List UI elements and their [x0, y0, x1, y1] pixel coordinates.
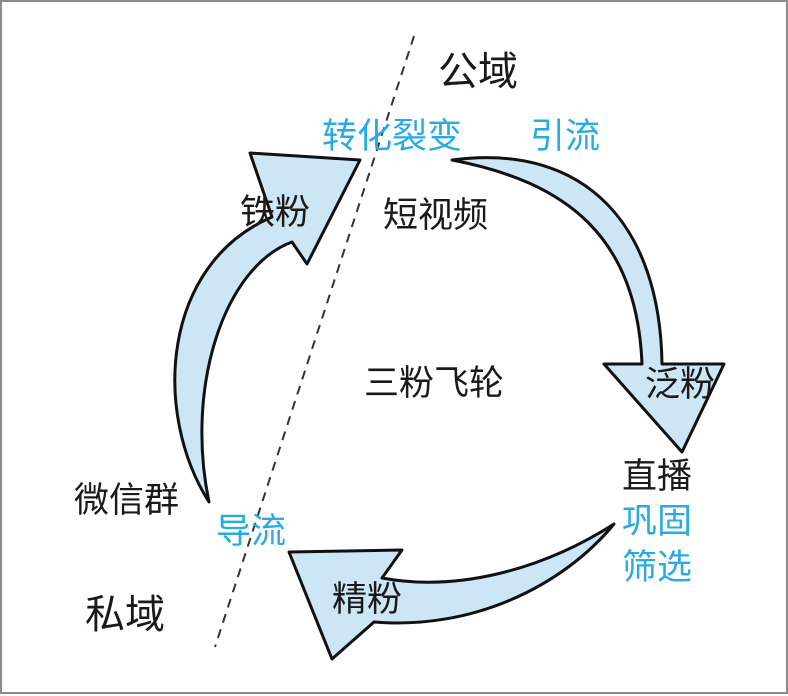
flywheel-center-title: 三粉飞轮: [364, 364, 505, 404]
consolidate-label: 巩固: [622, 502, 693, 542]
pan-fans-label: 泛粉: [645, 365, 716, 405]
conversion-fission-label: 转化裂变: [322, 117, 463, 157]
iron-fans-label: 铁粉: [240, 193, 311, 233]
domain-divider-line: [214, 35, 415, 648]
live-stream-label: 直播: [622, 457, 693, 497]
private-domain-label: 私域: [85, 592, 165, 638]
short-video-label: 短视频: [383, 196, 489, 236]
public-domain-label: 公域: [438, 49, 518, 95]
wechat-group-label: 微信群: [74, 481, 180, 521]
arrow-precise-fans: [287, 522, 616, 661]
filter-label: 筛选: [622, 548, 693, 588]
arrow-iron-fans: [173, 151, 362, 504]
traffic-attract-label: 引流: [530, 117, 601, 157]
traffic-guide-label: 导流: [216, 512, 287, 552]
arrow-pan-fans: [450, 156, 726, 454]
precise-fans-label: 精粉: [332, 580, 403, 620]
